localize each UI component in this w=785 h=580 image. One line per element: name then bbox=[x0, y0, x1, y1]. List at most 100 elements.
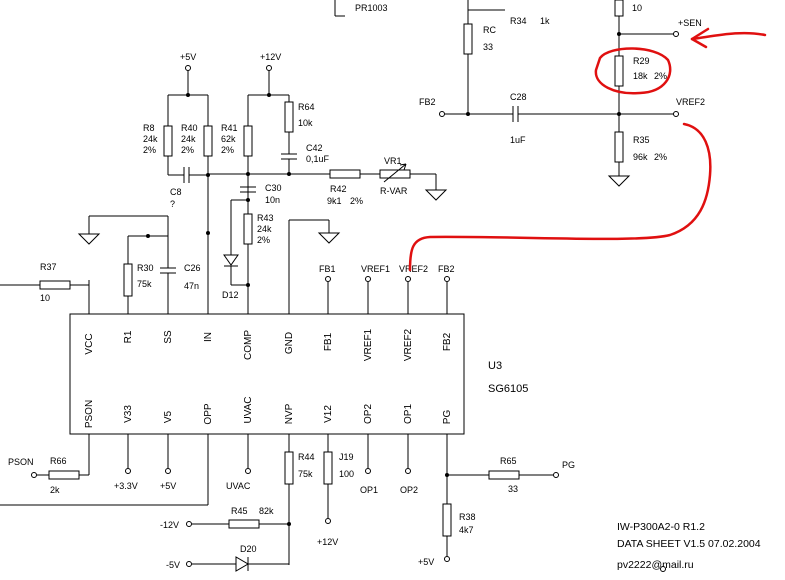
net-m5v: -5V bbox=[166, 560, 180, 570]
net-m12v: -12V bbox=[160, 520, 179, 530]
resistor-r45 bbox=[228, 519, 260, 529]
bottom-pin-stubs bbox=[88, 434, 448, 565]
r65-ref: R65 bbox=[500, 456, 517, 466]
rc-ref: RC bbox=[483, 25, 496, 35]
r30-ref: R30 bbox=[137, 263, 154, 273]
net-fb1: FB1 bbox=[319, 264, 336, 274]
resistor-r42 bbox=[329, 169, 361, 179]
net-pg: PG bbox=[562, 460, 575, 470]
resistor-j19 bbox=[323, 451, 333, 485]
r42-value: 9k1 bbox=[327, 196, 342, 206]
r43-value: 24k bbox=[257, 224, 272, 234]
annotation-circle-r29 bbox=[594, 47, 672, 95]
vr1-ref: VR1 bbox=[384, 156, 402, 166]
pin-fb2: FB2 bbox=[442, 332, 453, 351]
r42-tol: 2% bbox=[350, 196, 363, 206]
d20-ref: D20 bbox=[240, 544, 257, 554]
pin-nvp: NVP bbox=[284, 403, 295, 424]
r41-tol: 2% bbox=[221, 145, 234, 155]
j19-value: 100 bbox=[339, 469, 354, 479]
r64-value: 10k bbox=[298, 118, 313, 128]
resistor-top bbox=[614, 0, 624, 17]
r45-value: 82k bbox=[259, 506, 274, 516]
resistor-r37 bbox=[39, 280, 71, 290]
resistor-r44 bbox=[284, 451, 294, 485]
pin-pg: PG bbox=[442, 410, 453, 425]
pin-op1: OP1 bbox=[403, 404, 414, 424]
r41-ref: R41 bbox=[221, 123, 238, 133]
net-op2: OP2 bbox=[400, 485, 418, 495]
rtop-value: 10 bbox=[632, 3, 642, 13]
r45-ref: R45 bbox=[231, 506, 248, 516]
r66-value: 2k bbox=[50, 485, 60, 495]
pin-v33: V33 bbox=[123, 405, 134, 423]
net-fb2: FB2 bbox=[438, 264, 455, 274]
rc-value: 33 bbox=[483, 42, 493, 52]
r29-value: 18k bbox=[633, 71, 648, 81]
bottom-pin-labels: PSON V33 V5 OPP UVAC NVP V12 OP2 OP1 PG bbox=[84, 396, 453, 428]
net-fb2-in: FB2 bbox=[419, 97, 436, 107]
ground-symbol bbox=[77, 233, 101, 245]
r29-tol: 2% bbox=[654, 71, 667, 81]
pin-opp: OPP bbox=[203, 403, 214, 424]
resistor-r8 bbox=[163, 125, 173, 157]
r8-tol: 2% bbox=[143, 145, 156, 155]
net-vref2: VREF2 bbox=[399, 264, 428, 274]
r30-value: 75k bbox=[137, 279, 152, 289]
net-12v-b: +12V bbox=[317, 537, 338, 547]
resistor-r35 bbox=[614, 131, 624, 163]
c30-value: 10n bbox=[265, 195, 280, 205]
diode-d20 bbox=[235, 556, 249, 572]
r37-value: 10 bbox=[40, 293, 50, 303]
c42-ref: C42 bbox=[306, 143, 323, 153]
potentiometer-vr1 bbox=[379, 169, 411, 179]
d12-ref: D12 bbox=[222, 290, 239, 300]
diode-d12 bbox=[223, 254, 239, 266]
r65-value: 33 bbox=[508, 484, 518, 494]
resistor-r29 bbox=[614, 55, 624, 87]
pin-r1: R1 bbox=[123, 330, 134, 343]
top-pin-labels: VCC R1 SS IN COMP GND FB1 VREF1 VREF2 FB… bbox=[84, 328, 453, 361]
pin-comp: COMP bbox=[243, 330, 254, 360]
net-pson: PSON bbox=[8, 457, 34, 467]
resistor-r41 bbox=[243, 125, 253, 157]
net-vref1: VREF1 bbox=[361, 264, 390, 274]
r38-ref: R38 bbox=[459, 512, 476, 522]
resistor-r64 bbox=[284, 101, 294, 133]
r41-value: 62k bbox=[221, 134, 236, 144]
pin-op2: OP2 bbox=[363, 404, 374, 424]
pin-pson: PSON bbox=[84, 400, 95, 428]
r43-ref: R43 bbox=[257, 213, 274, 223]
r40-tol: 2% bbox=[181, 145, 194, 155]
r38-value: 4k7 bbox=[459, 525, 474, 535]
ground-symbol bbox=[607, 175, 631, 187]
pin-vcc: VCC bbox=[84, 333, 95, 354]
r40-value: 24k bbox=[181, 134, 196, 144]
pin-fb1: FB1 bbox=[323, 332, 334, 351]
resistor-r66 bbox=[48, 470, 80, 480]
footer-line2: DATA SHEET V1.5 07.02.2004 bbox=[617, 538, 761, 550]
pin-gnd: GND bbox=[284, 332, 295, 354]
pin-ss: SS bbox=[163, 330, 174, 344]
resistor-r40 bbox=[203, 125, 213, 157]
r35-value: 96k bbox=[633, 152, 648, 162]
net-vref2-out: VREF2 bbox=[676, 97, 705, 107]
c26-ref: C26 bbox=[184, 263, 201, 273]
net-33v: +3.3V bbox=[114, 481, 138, 491]
r44-value: 75k bbox=[298, 469, 313, 479]
r42-ref: R42 bbox=[330, 184, 347, 194]
r35-tol: 2% bbox=[654, 152, 667, 162]
c28-ref: C28 bbox=[510, 92, 527, 102]
c8-ref: C8 bbox=[170, 187, 182, 197]
top-net-ports bbox=[325, 276, 450, 282]
c8-value: ? bbox=[170, 199, 175, 209]
r64-ref: R64 bbox=[298, 102, 315, 112]
net-5v-b: +5V bbox=[160, 481, 176, 491]
r34-ref: R34 bbox=[510, 16, 527, 26]
footer-line3: pv2222@mail.ru bbox=[617, 559, 694, 571]
resistor-rc bbox=[463, 23, 473, 55]
r8-value: 24k bbox=[143, 134, 158, 144]
c28-value: 1uF bbox=[510, 135, 526, 145]
